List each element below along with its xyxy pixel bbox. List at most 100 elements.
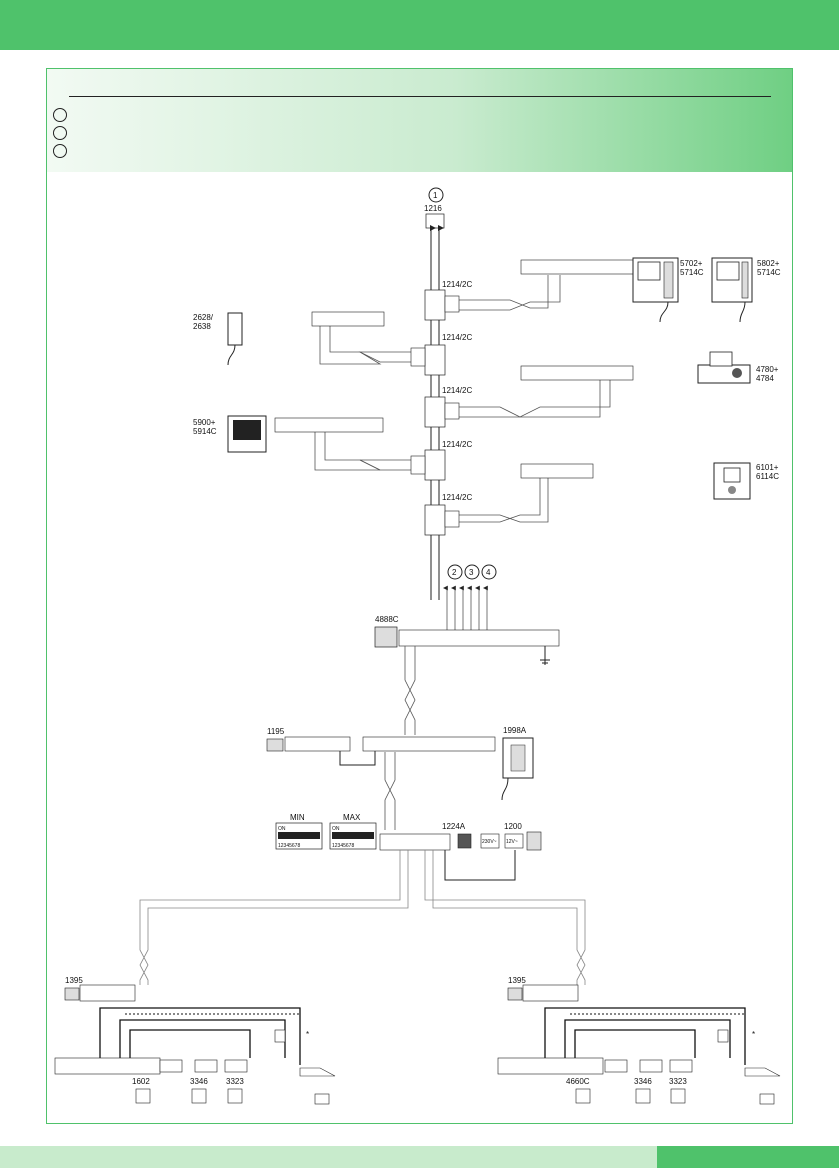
label-1195: 1195 xyxy=(267,727,285,736)
device-monitor-c xyxy=(711,257,753,323)
device-console xyxy=(697,351,751,384)
marker-label-1: 1 xyxy=(433,191,438,200)
dip-min-switches xyxy=(278,832,320,839)
legend-circle-1 xyxy=(53,108,67,122)
device-right-lock xyxy=(759,1093,775,1105)
terminal-left-1395 xyxy=(79,984,136,1002)
label-5702: 5702+5714C xyxy=(680,259,704,277)
device-1195 xyxy=(266,738,284,752)
psu-input xyxy=(480,833,500,849)
label-1216: 1216 xyxy=(424,204,442,213)
label-5802: 5802+5714C xyxy=(757,259,781,277)
right-star-note: * xyxy=(752,1030,755,1039)
arrows-234 xyxy=(443,585,488,630)
psu-loop xyxy=(444,850,516,881)
dip-max-on: ON xyxy=(332,826,340,832)
device-right-1395 xyxy=(507,987,523,1001)
device-right-3323 xyxy=(670,1088,686,1104)
label-right-3346: 3346 xyxy=(634,1077,652,1086)
psu-input-label: 230V~ xyxy=(482,839,497,845)
distributor-label-5: 1214/2C xyxy=(442,493,472,502)
top-banner xyxy=(0,0,839,50)
left-star-note: * xyxy=(306,1030,309,1039)
label-right-1395: 1395 xyxy=(508,976,526,985)
marker-label-3: 3 xyxy=(469,568,474,577)
label-5900: 5900+5914C xyxy=(193,418,217,436)
trunk-wires xyxy=(384,646,416,830)
terminal-left-panel xyxy=(54,1057,161,1075)
panel-trunk xyxy=(139,850,586,985)
label-right-3323: 3323 xyxy=(669,1077,687,1086)
dip-max-digits: 12345678 xyxy=(332,843,354,849)
dip-min-on: ON xyxy=(278,826,286,832)
right-mod-c xyxy=(669,1059,693,1073)
legend-circle-3 xyxy=(53,144,67,158)
header-rule xyxy=(69,96,771,97)
left-mod-b xyxy=(194,1059,218,1073)
distributor-label-3: 1214/2C xyxy=(442,386,472,395)
footer-bar-accent xyxy=(657,1146,839,1168)
device-4660C xyxy=(575,1088,591,1104)
right-lock-icon xyxy=(717,1029,729,1043)
legend-circle-2 xyxy=(53,126,67,140)
panel-header xyxy=(47,69,792,172)
device-1200 xyxy=(526,831,542,851)
distributor-label-1: 1214/2C xyxy=(442,280,472,289)
distributor-blocks xyxy=(424,289,446,536)
terminal-1216 xyxy=(425,213,445,229)
psu-output xyxy=(504,833,524,849)
terminal-1195 xyxy=(284,736,351,752)
label-4660C: 4660C xyxy=(566,1077,590,1086)
right-mod-b xyxy=(639,1059,663,1073)
right-panel-wires xyxy=(544,1007,746,1065)
left-panel-wires xyxy=(99,1007,301,1065)
dip-max-switches xyxy=(332,832,374,839)
left-lock-device xyxy=(299,1067,336,1077)
label-left-3323: 3323 xyxy=(226,1077,244,1086)
terminal-main xyxy=(362,736,496,752)
distributor-label-2: 1214/2C xyxy=(442,333,472,342)
terminal-right-1395 xyxy=(522,984,579,1002)
psu-output-label: 12V~ xyxy=(506,839,518,845)
right-dashed-wire xyxy=(570,1013,746,1058)
label-left-3346: 3346 xyxy=(190,1077,208,1086)
left-mod-c xyxy=(224,1059,248,1073)
label-6101: 6101+6114C xyxy=(756,463,779,481)
loop-wire xyxy=(339,751,376,766)
device-monitor-b xyxy=(632,257,679,323)
device-right-3346 xyxy=(635,1088,651,1104)
label-4888C: 4888C xyxy=(375,615,399,624)
dip-min-digits: 12345678 xyxy=(278,843,300,849)
device-monitor-a xyxy=(227,415,267,453)
terminal-right-panel xyxy=(497,1057,604,1075)
footer-bar-light xyxy=(0,1146,657,1168)
marker-label-4: 4 xyxy=(486,568,491,577)
device-left-3323 xyxy=(227,1088,243,1104)
device-4888C xyxy=(374,626,398,648)
ground-symbol xyxy=(540,646,550,665)
marker-label-2: 2 xyxy=(452,568,457,577)
unit-terminal-strips xyxy=(274,259,634,479)
label-min: MIN xyxy=(290,813,305,822)
device-left-lock xyxy=(314,1093,330,1105)
label-2628: 2628/2638 xyxy=(193,313,214,331)
terminal-4888C xyxy=(398,629,560,647)
device-1998A xyxy=(501,737,534,801)
terminal-1224A xyxy=(379,833,451,851)
left-lock-icon xyxy=(274,1029,286,1043)
distributor-label-4: 1214/2C xyxy=(442,440,472,449)
device-left-3346 xyxy=(191,1088,207,1104)
right-lock-device xyxy=(744,1067,781,1077)
device-videophone xyxy=(713,462,751,500)
label-left-1395: 1395 xyxy=(65,976,83,985)
lm-blocks xyxy=(410,295,460,528)
markers-234 xyxy=(447,564,497,580)
label-1602: 1602 xyxy=(132,1077,150,1086)
device-1602 xyxy=(135,1088,151,1104)
marker-circle-1 xyxy=(428,187,444,203)
label-4780: 4780+4784 xyxy=(756,365,779,383)
label-1998A: 1998A xyxy=(503,726,527,735)
device-left-1395 xyxy=(64,987,80,1001)
device-handset-a xyxy=(227,312,243,366)
